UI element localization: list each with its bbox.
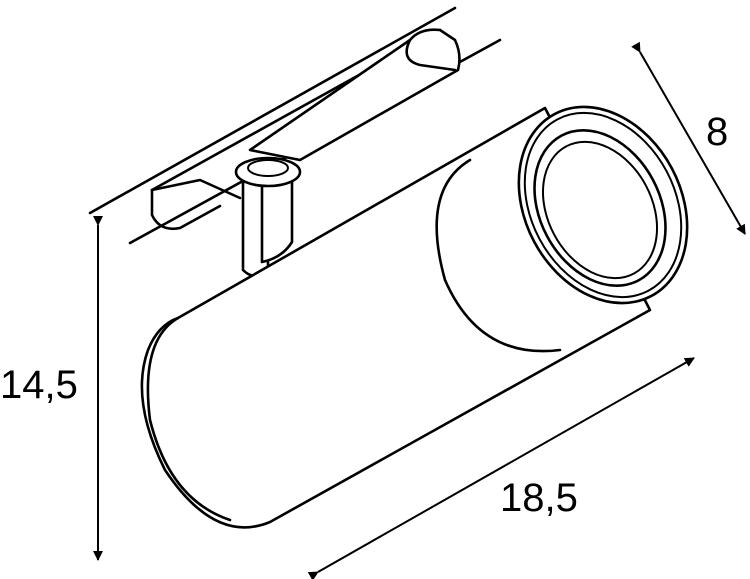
- height-label: 14,5: [0, 363, 78, 407]
- length-label: 18,5: [500, 476, 578, 520]
- diameter-label: 8: [706, 110, 729, 154]
- dimension-length: [307, 357, 695, 579]
- dimension-diameter: [631, 41, 746, 235]
- track-rail: [88, 6, 502, 245]
